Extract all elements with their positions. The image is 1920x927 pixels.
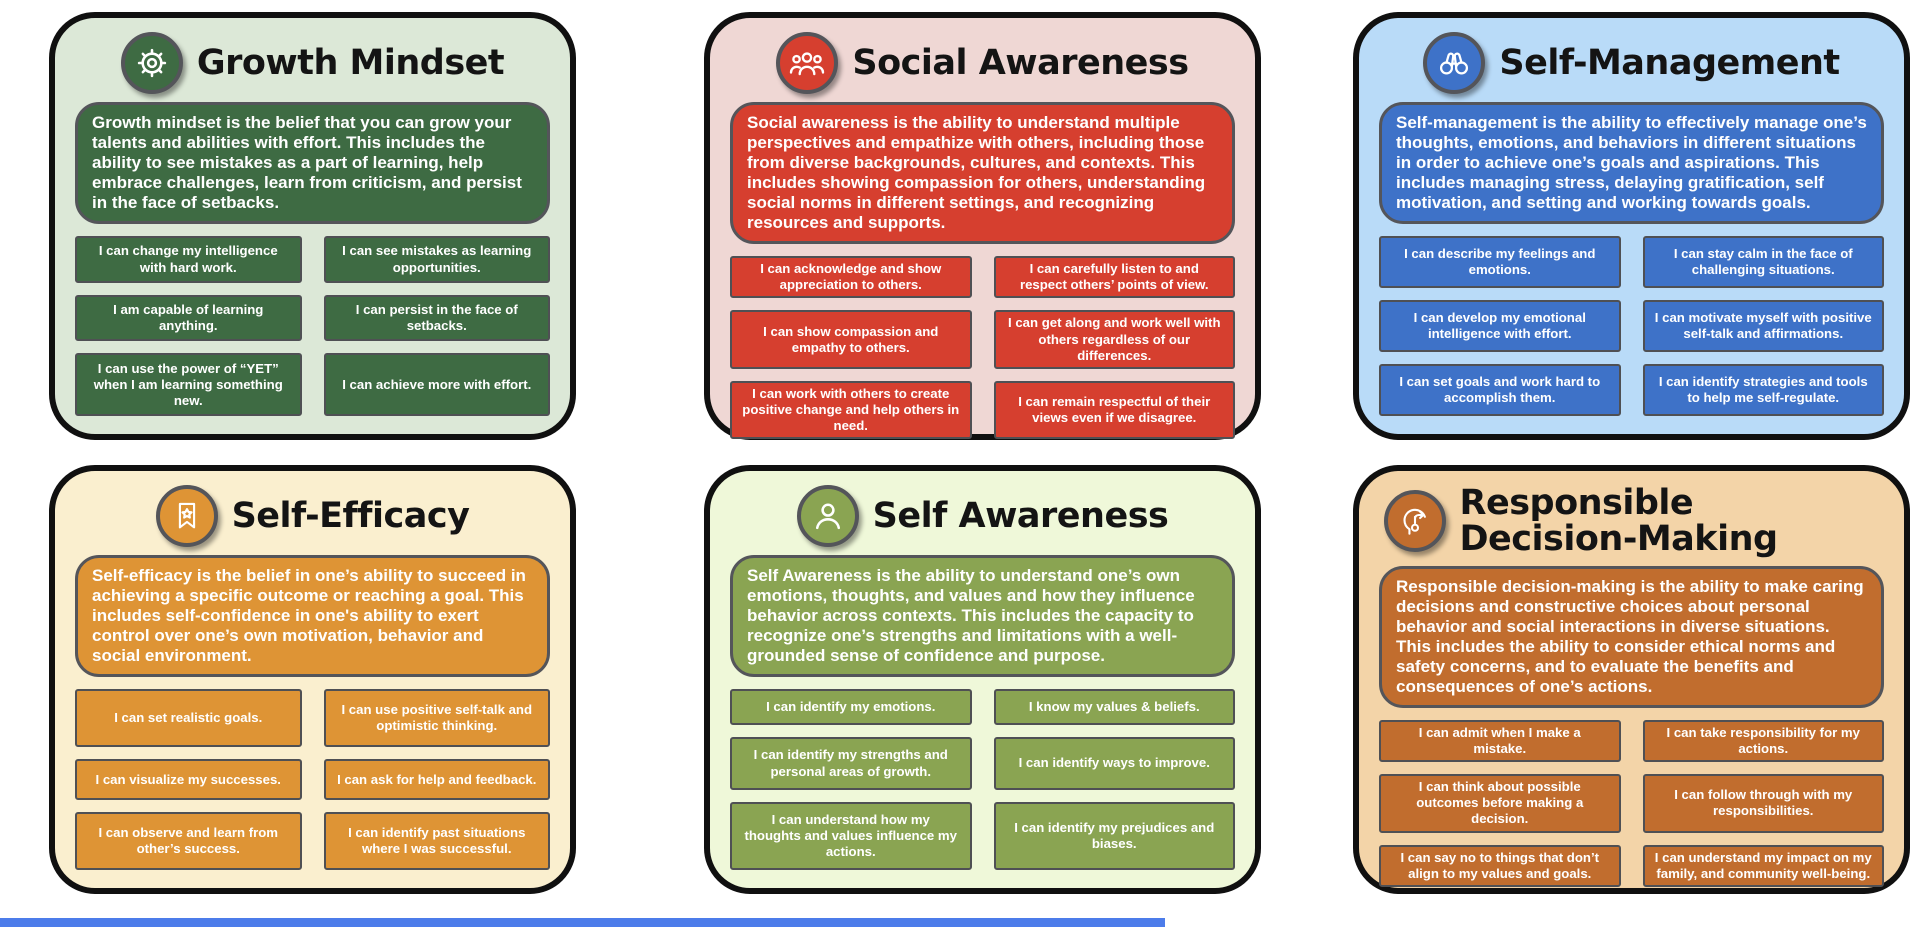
card-social-awareness: Social Awareness Social awareness is the… (704, 12, 1261, 440)
person-icon (796, 485, 859, 547)
bottom-accent-bar (0, 918, 1165, 927)
card-description: Growth mindset is the belief that you ca… (75, 102, 550, 225)
statement-box: I can use the power of “YET” when I am l… (75, 353, 302, 416)
statement-box: I can observe and learn from other’s suc… (75, 812, 302, 870)
statement-box: I can visualize my successes. (75, 758, 302, 801)
statement-box: I can identify my strengths and personal… (730, 737, 972, 790)
card-description: Self-efficacy is the belief in one’s abi… (75, 555, 550, 678)
card-self-awareness: Self Awareness Self Awareness is the abi… (704, 465, 1261, 894)
statement-box: I can identify my prejudices and biases. (993, 801, 1235, 870)
statement-box: I can identify strategies and tools to h… (1642, 364, 1884, 416)
binoculars-icon (1423, 32, 1486, 94)
statements-grid: I can admit when I make a mistake. I can… (1379, 720, 1884, 887)
card-header: Self-Efficacy (75, 485, 550, 547)
statement-box: I can identify my emotions. (730, 689, 972, 726)
statement-box: I can understand how my thoughts and val… (730, 801, 972, 870)
statement-box: I can understand my impact on my family,… (1642, 844, 1884, 887)
statement-box: I can follow through with my responsibil… (1642, 774, 1884, 833)
card-header: Social Awareness (730, 32, 1235, 94)
statement-box: I can change my intelligence with hard w… (75, 236, 302, 283)
people-group-icon (776, 32, 839, 94)
statement-box: I can show compassion and empathy to oth… (730, 310, 972, 369)
statement-box: I can see mistakes as learning opportuni… (323, 236, 550, 283)
card-title: Self-Efficacy (231, 495, 470, 536)
card-growth-mindset: Growth Mindset Growth mindset is the bel… (49, 12, 576, 440)
card-self-management: Self-Management Self-management is the a… (1353, 12, 1910, 440)
statements-grid: I can acknowledge and show appreciation … (730, 256, 1235, 440)
statement-box: I know my values & beliefs. (993, 689, 1235, 726)
card-title: Self Awareness (872, 495, 1169, 536)
card-responsible-decision-making: Responsible Decision-Making Responsible … (1353, 465, 1910, 894)
statement-box: I can set realistic goals. (75, 689, 302, 747)
statement-box: I can persist in the face of setbacks. (323, 294, 550, 342)
statement-box: I can take responsibility for my actions… (1642, 720, 1884, 763)
statement-box: I can describe my feelings and emotions. (1379, 236, 1621, 289)
statements-grid: I can change my intelligence with hard w… (75, 236, 550, 416)
card-description: Self Awareness is the ability to underst… (730, 555, 1235, 678)
statements-grid: I can identify my emotions. I know my va… (730, 689, 1235, 870)
statement-box: I can identify past situations where I w… (323, 812, 550, 870)
statement-box: I can motivate myself with positive self… (1642, 300, 1884, 353)
statement-box: I can use positive self-talk and optimis… (323, 689, 550, 747)
decision-making-icon (1383, 490, 1446, 553)
card-self-efficacy: Self-Efficacy Self-efficacy is the belie… (49, 465, 576, 894)
bookmark-star-icon (155, 485, 218, 547)
statement-box: I can say no to things that don’t align … (1379, 844, 1621, 887)
card-header: Self-Management (1379, 32, 1884, 94)
card-description: Social awareness is the ability to under… (730, 102, 1235, 245)
card-header: Self Awareness (730, 485, 1235, 547)
statement-box: I can remain respectful of their views e… (993, 380, 1235, 440)
statement-box: I can think about possible outcomes befo… (1379, 774, 1621, 833)
statement-box: I am capable of learning anything. (75, 294, 302, 342)
card-description: Responsible decision-making is the abili… (1379, 565, 1884, 709)
statement-box: I can acknowledge and show appreciation … (730, 256, 972, 299)
statement-box: I can stay calm in the face of challengi… (1642, 236, 1884, 289)
statements-grid: I can set realistic goals. I can use pos… (75, 689, 550, 870)
gear-icon (120, 32, 183, 94)
statements-grid: I can describe my feelings and emotions.… (1379, 236, 1884, 416)
card-title: Social Awareness (852, 42, 1189, 83)
statement-box: I can ask for help and feedback. (323, 758, 550, 801)
statement-box: I can carefully listen to and respect ot… (993, 256, 1235, 299)
card-title: Responsible Decision-Making (1459, 483, 1779, 560)
statement-box: I can achieve more with effort. (323, 353, 550, 416)
card-header: Growth Mindset (75, 32, 550, 94)
statement-box: I can develop my emotional intelligence … (1379, 300, 1621, 353)
statement-box: I can identify ways to improve. (993, 737, 1235, 790)
card-header: Responsible Decision-Making (1379, 485, 1884, 558)
card-description: Self-management is the ability to effect… (1379, 102, 1884, 225)
statement-box: I can work with others to create positiv… (730, 380, 972, 440)
statement-box: I can set goals and work hard to accompl… (1379, 364, 1621, 416)
card-title: Self-Management (1499, 42, 1840, 83)
card-title: Growth Mindset (196, 42, 505, 83)
statement-box: I can get along and work well with other… (993, 310, 1235, 369)
statement-box: I can admit when I make a mistake. (1379, 720, 1621, 763)
